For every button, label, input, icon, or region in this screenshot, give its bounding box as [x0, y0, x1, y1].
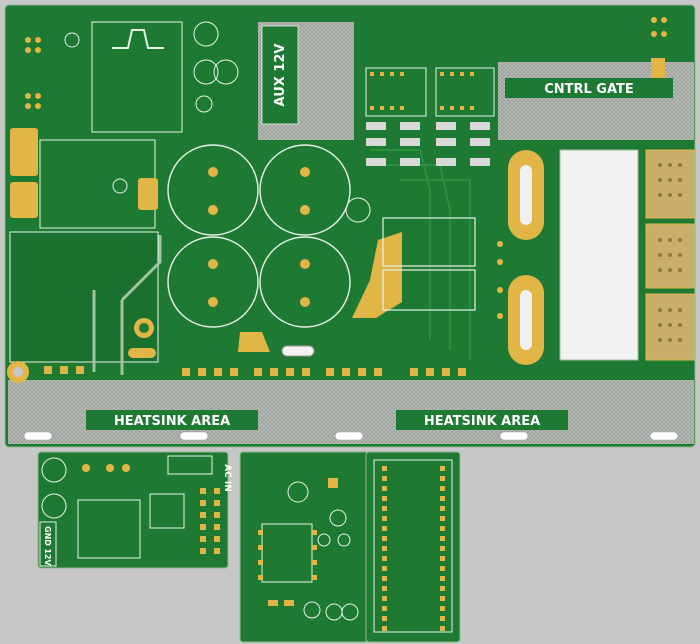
pin-pad [382, 526, 387, 531]
pin-pad [440, 516, 445, 521]
pin-pad [440, 596, 445, 601]
heatsink-plate-left [86, 410, 258, 430]
right-white-window [559, 149, 639, 361]
pin-pad [382, 606, 387, 611]
right-copper-dots [658, 163, 682, 342]
pin-pad [382, 576, 387, 581]
pin-pad [440, 576, 445, 581]
pin-pad [382, 476, 387, 481]
pin-pad [440, 586, 445, 591]
heatsink-label-right: HEATSINK AREA [424, 414, 540, 429]
heatsink-label-left: HEATSINK AREA [114, 414, 230, 429]
pin-pad [382, 626, 387, 631]
pin-pad [440, 626, 445, 631]
pin-pad [382, 486, 387, 491]
v12-label: 12V [43, 548, 52, 566]
pin-pad [382, 566, 387, 571]
aux-label-plate [261, 25, 299, 125]
pin-pad [440, 556, 445, 561]
pin-pad [440, 616, 445, 621]
pin-pad [382, 506, 387, 511]
pin-pad [382, 536, 387, 541]
aux-12v-label: AUX 12V [273, 44, 288, 107]
ac-in-label: AC IN [222, 464, 232, 492]
pin-pad [440, 546, 445, 551]
pin-pad [440, 606, 445, 611]
pin-pad [382, 586, 387, 591]
pin-pad [382, 596, 387, 601]
pin-pad [440, 526, 445, 531]
pin-pad [440, 536, 445, 541]
pin-pad [382, 556, 387, 561]
cntrl-gate-plate [505, 78, 673, 98]
bulk-capacitors [167, 144, 351, 328]
pin-pad [382, 466, 387, 471]
pin-pad [382, 546, 387, 551]
aux-board-right [365, 451, 461, 643]
pin-pad [440, 486, 445, 491]
pin-pad [440, 506, 445, 511]
pin-pad [440, 476, 445, 481]
pin-pad [382, 616, 387, 621]
heatsink-slots [23, 431, 679, 441]
aux-board-left [37, 451, 229, 569]
pin-pad [440, 496, 445, 501]
heatsink-plate-right [396, 410, 568, 430]
pin-pad [440, 466, 445, 471]
pin-pad [440, 566, 445, 571]
pin-pad [382, 496, 387, 501]
cntrl-gate-label: CNTRL GATE [544, 82, 634, 97]
pin-pad [382, 516, 387, 521]
gnd-label: GND [43, 526, 52, 546]
